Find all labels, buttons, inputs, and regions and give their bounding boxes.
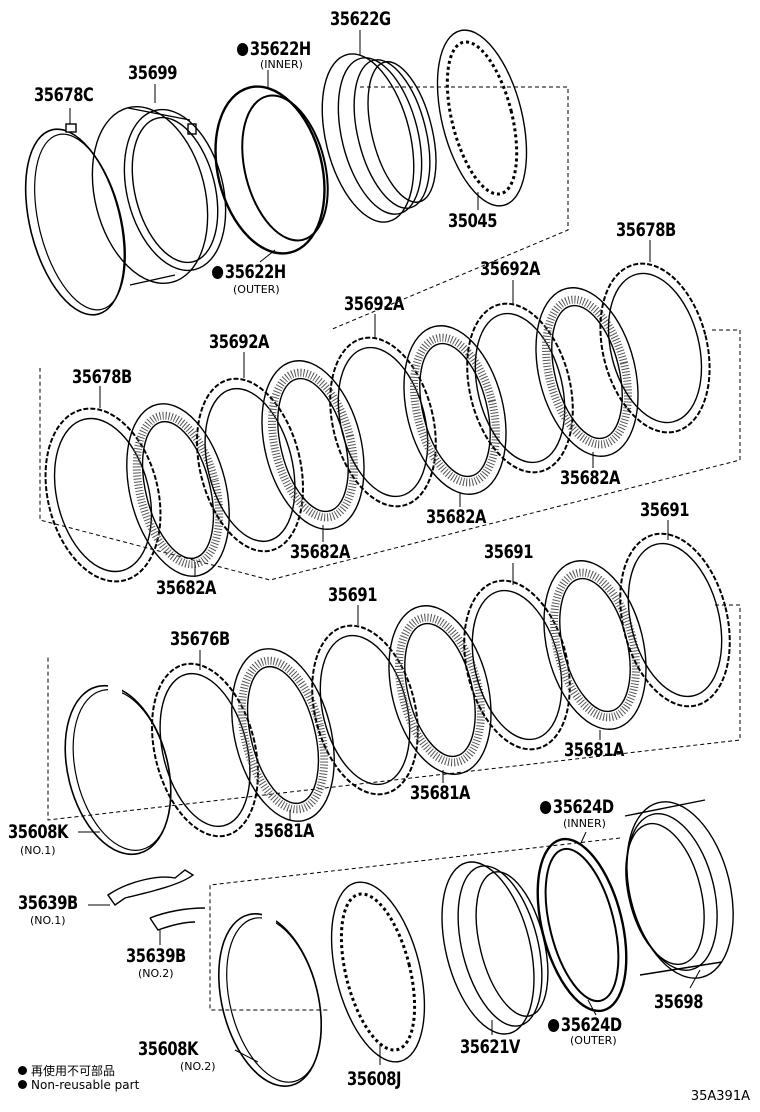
group-box-clutch-b [47,604,741,821]
label-35692A-1: 35692A [480,258,540,280]
label-35622H-inner-text: 35622H [249,38,311,60]
label-35681A-1: 35681A [564,739,624,761]
disc-35682A-1 [126,403,230,577]
spring-plate-35639B-no2 [149,907,206,931]
label-35691-3: 35691 [328,584,377,606]
o-ring-35624D [536,837,628,1013]
label-35691-1: 35691 [640,499,689,521]
non-reusable-dot-icon [18,1066,27,1075]
label-35682A-4: 35682A [156,577,216,599]
disc-35682A-3 [403,325,507,495]
label-35622H-inner: 35622H [237,40,311,59]
leader-lines [69,30,701,1065]
plate-35691-1 [311,624,419,796]
legend-line-jp: 再使用不可部品 [18,1062,115,1079]
spring-plate-35639B-no1 [107,869,195,906]
plate-35692A-2 [329,336,437,508]
label-35624D-outer-text: 35624D [560,1014,622,1036]
label-35045: 35045 [448,210,497,232]
group-box-clutch-a [39,329,741,581]
o-ring-35622H [214,85,329,255]
return-spring-35608J [330,881,426,1063]
note-35622H-outer: (OUTER) [233,283,280,296]
group-box-bottom [209,837,621,1011]
non-reusable-dot-icon [548,1019,560,1032]
label-35681A-2: 35681A [410,782,470,804]
label-35608K-no1: 35608K [8,821,68,843]
label-35639B-no2: 35639B [126,945,186,967]
label-35678B-left: 35678B [72,366,132,388]
label-35621V: 35621V [460,1036,520,1058]
note-35639B-no2: (NO.2) [138,967,174,980]
label-35622G: 35622G [330,8,391,30]
label-35682A-1: 35682A [560,467,620,489]
label-35622H-outer: 35622H [212,263,286,282]
label-35682A-2: 35682A [426,506,486,528]
label-35624D-inner-text: 35624D [552,796,614,818]
note-35624D-inner: (INNER) [563,817,606,830]
diagram-code: 35A391A [690,1089,750,1104]
piston-35622G [321,53,437,223]
label-35698: 35698 [654,991,703,1013]
note-35622H-inner: (INNER) [260,58,303,71]
housing-35699 [91,105,227,286]
plate-35678B-top [599,262,711,434]
plate-35691-3 [619,532,731,708]
note-35608K-no1: (NO.1) [20,844,56,857]
disc-35681A-3 [543,560,647,730]
disc-35682A-2 [261,360,365,530]
piston-35621V [441,861,549,1035]
label-35624D-outer: 35624D [548,1016,622,1035]
label-35678B-top: 35678B [616,219,676,241]
snap-ring-35608K-no2 [217,913,323,1087]
plate-35691-2 [463,579,571,751]
label-35682A-3: 35682A [290,541,350,563]
note-35639B-no1: (NO.1) [30,914,66,927]
plate-35678B-left [44,407,162,583]
housing-35698 [624,799,734,979]
label-35676B: 35676B [170,628,230,650]
non-reusable-dot-icon [18,1080,27,1089]
legend-text-en: Non-reusable part [31,1078,140,1092]
note-35608K-no2: (NO.2) [180,1060,216,1073]
label-35608J: 35608J [347,1068,402,1090]
legend-text-jp: 再使用不可部品 [31,1064,116,1078]
snap-ring-35678C [24,123,126,316]
label-35678C: 35678C [34,84,94,106]
plate-35676B [151,662,259,838]
label-35624D-inner: 35624D [540,798,614,817]
disc-35682A-4 [535,287,639,457]
plate-35692A-3 [466,302,574,474]
spring-35045 [436,29,528,207]
label-35639B-no1: 35639B [18,892,78,914]
label-35681A-3: 35681A [254,820,314,842]
legend-line-en: Non-reusable part [18,1078,139,1092]
label-35692A-3: 35692A [209,331,269,353]
non-reusable-dot-icon [212,266,224,279]
label-35699: 35699 [128,62,177,84]
plate-35692A-1 [196,377,304,553]
disc-35681A-2 [388,605,492,775]
label-35691-2: 35691 [484,541,533,563]
label-35608K-no2: 35608K [138,1038,198,1060]
disc-35681A-1 [231,648,335,822]
note-35624D-outer: (OUTER) [570,1034,617,1047]
label-35622H-outer-text: 35622H [224,261,286,283]
label-35692A-2: 35692A [344,293,404,315]
non-reusable-dot-icon [237,43,249,56]
snap-ring-35608K-no1 [64,684,172,856]
non-reusable-dot-icon [540,801,552,814]
